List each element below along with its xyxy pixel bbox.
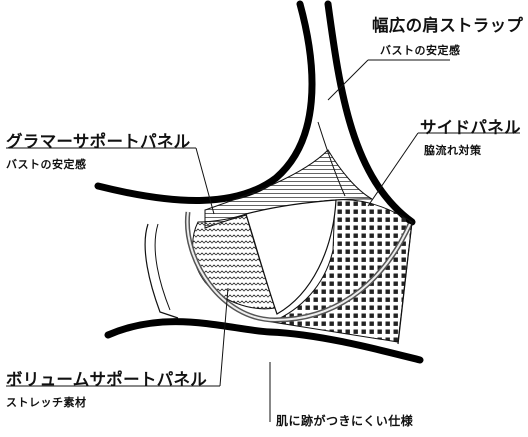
- leader-side: [367, 132, 419, 207]
- strap-right-edge: [324, 0, 416, 226]
- band-top-edge: [104, 318, 424, 364]
- leader-strap: [327, 59, 369, 101]
- leader-volume: [219, 287, 229, 387]
- label-volume-panel-subtitle: ストレッチ素材: [6, 396, 87, 409]
- strap-left-edge: [94, 0, 316, 204]
- back-band-outline: [144, 223, 179, 319]
- label-glamour-panel-subtitle: バストの安定感: [6, 158, 87, 171]
- label-wide-strap-subtitle: バストの安定感: [380, 44, 461, 57]
- side-edge: [397, 221, 413, 345]
- label-side-panel-title: サイドパネル: [420, 118, 521, 137]
- center-cup-panel: [245, 199, 337, 315]
- label-side-panel-subtitle: 脇流れ対策: [424, 144, 482, 157]
- label-wide-strap-title: 幅広の肩ストラップ: [372, 16, 524, 35]
- label-volume-panel-title: ボリュームサポートパネル: [6, 370, 208, 389]
- label-no-marks: 肌に跡がつきにくい仕様: [276, 414, 414, 428]
- leader-glamour: [195, 147, 215, 215]
- label-glamour-panel-title: グラマーサポートパネル: [6, 132, 191, 151]
- underwire-inner: [186, 211, 411, 322]
- back-band-outline-inner: [154, 223, 171, 311]
